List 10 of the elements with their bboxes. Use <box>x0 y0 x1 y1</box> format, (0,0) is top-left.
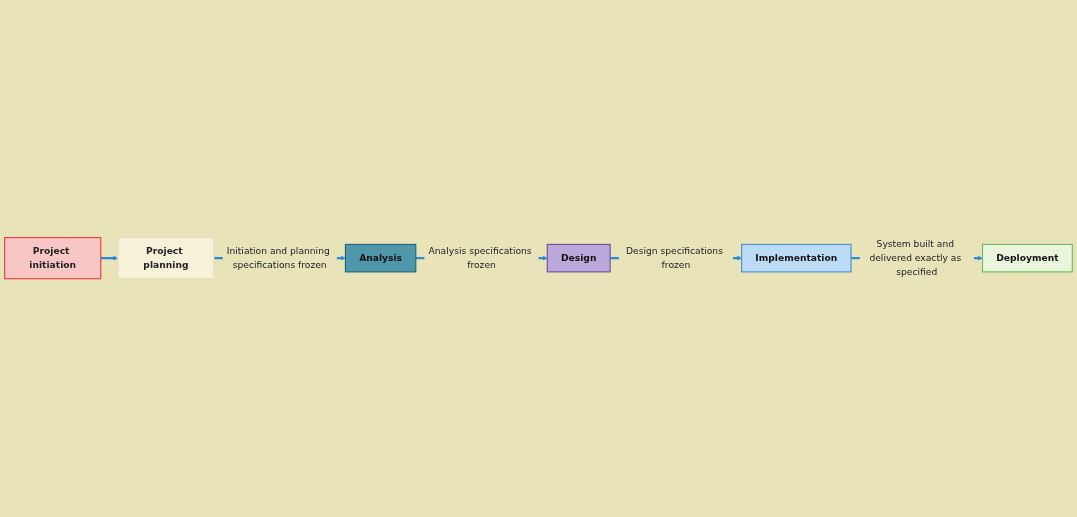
node-box: Analysis <box>344 244 417 273</box>
node-box: Design <box>546 244 611 273</box>
edge-label: Initiation and planning specifications frozen <box>226 245 330 271</box>
node-box: Project planning <box>117 237 215 280</box>
edge-label: Analysis specifications frozen <box>428 245 532 271</box>
node-box: Deployment <box>981 244 1073 273</box>
node-box: Implementation <box>741 244 852 273</box>
node-box: Project initiation <box>4 237 102 280</box>
edge-label: System built and delivered exactly as specified <box>869 239 962 278</box>
edge-label: Design specifications frozen <box>625 245 723 271</box>
